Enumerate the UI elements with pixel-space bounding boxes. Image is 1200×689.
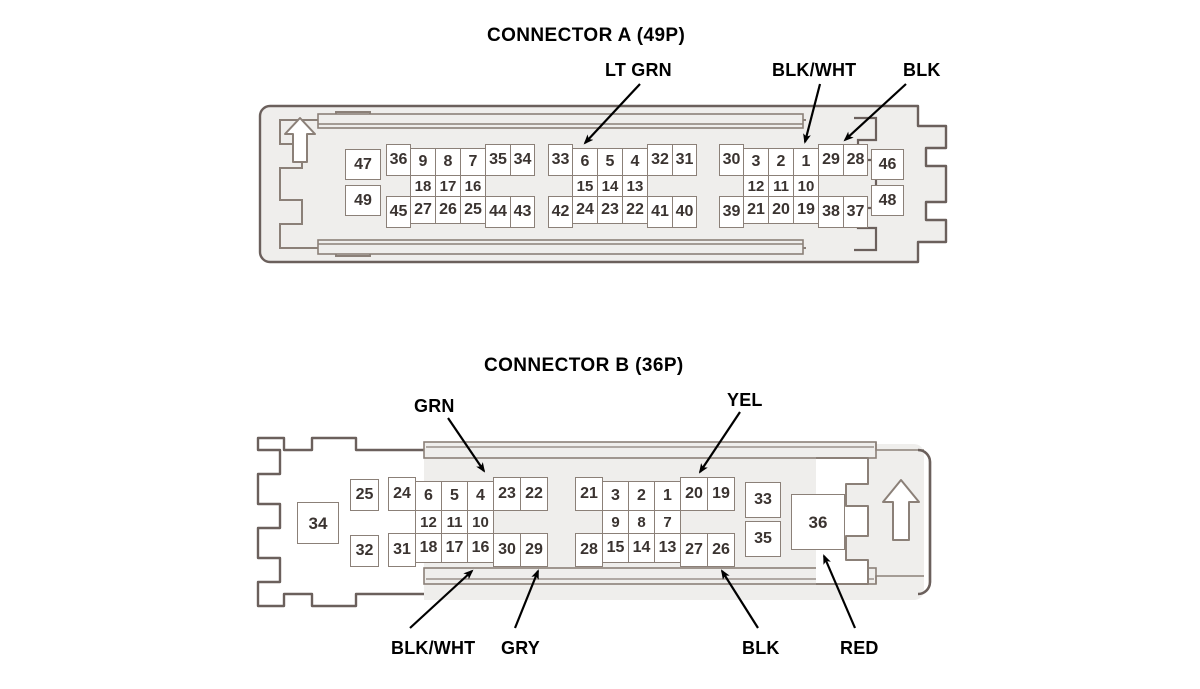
- pin-cell: 13: [622, 175, 648, 197]
- pin-cell: 15: [602, 533, 629, 563]
- pin-cell: 11: [441, 510, 468, 534]
- pin-cell: 19: [707, 477, 735, 511]
- pin-cell: 14: [597, 175, 623, 197]
- pin-cell: 2: [628, 481, 655, 511]
- pin-cell: 43: [510, 196, 535, 228]
- pin-cell: 10: [467, 510, 494, 534]
- pin-cell: 36: [386, 144, 411, 176]
- pin-cell: 24: [572, 196, 598, 224]
- pin-cell: 6: [415, 481, 442, 511]
- pin-cell: 48: [871, 185, 904, 216]
- pin-cell: 4: [622, 148, 648, 176]
- pin-cell: 10: [793, 175, 819, 197]
- pin-cell: 42: [548, 196, 573, 228]
- pin-cell: 25: [460, 196, 486, 224]
- wire-label-grn: GRN: [414, 396, 455, 416]
- pin-cell: 29: [818, 144, 844, 176]
- pin-cell: 38: [818, 196, 844, 228]
- pin-cell: 22: [520, 477, 548, 511]
- wire-label-yel: YEL: [727, 390, 763, 410]
- pin-cell: 9: [410, 148, 436, 176]
- pin-cell: 27: [410, 196, 436, 224]
- wire-label-blk-b: BLK: [742, 638, 780, 658]
- pin-cell: 23: [493, 477, 521, 511]
- pin-cell: 32: [350, 535, 379, 567]
- pin-cell: 44: [485, 196, 511, 228]
- pin-cell: 13: [654, 533, 681, 563]
- pin-cell: 36: [791, 494, 845, 550]
- wire-label-red: RED: [840, 638, 879, 658]
- pin-cell: 7: [460, 148, 486, 176]
- pin-cell: 28: [575, 533, 603, 567]
- pin-cell: 49: [345, 185, 381, 216]
- pin-cell: 12: [415, 510, 442, 534]
- pin-cell: 19: [793, 196, 819, 224]
- pin-cell: 26: [435, 196, 461, 224]
- pin-cell: 16: [460, 175, 486, 197]
- up-arrow-icon: [284, 117, 316, 163]
- pin-cell: 15: [572, 175, 598, 197]
- pin-cell: 9: [602, 510, 629, 534]
- pin-cell: 31: [388, 533, 416, 567]
- connector-b-title: CONNECTOR B (36P): [484, 355, 684, 376]
- pin-cell: 2: [768, 148, 794, 176]
- pin-cell: 22: [622, 196, 648, 224]
- pin-cell: 26: [707, 533, 735, 567]
- pin-cell: 47: [345, 149, 381, 180]
- pin-cell: 5: [597, 148, 623, 176]
- up-arrow-icon: [882, 479, 920, 541]
- pin-cell: 29: [520, 533, 548, 567]
- wire-label-blk-a: BLK: [903, 60, 941, 80]
- pin-cell: 24: [388, 477, 416, 511]
- pin-cell: 35: [485, 144, 511, 176]
- pin-cell: 3: [743, 148, 769, 176]
- pin-cell: 39: [719, 196, 744, 228]
- pin-cell: 17: [441, 533, 468, 563]
- pin-cell: 8: [435, 148, 461, 176]
- pin-cell: 33: [548, 144, 573, 176]
- connector-a-title: CONNECTOR A (49P): [487, 25, 686, 46]
- pin-cell: 11: [768, 175, 794, 197]
- pin-cell: 34: [510, 144, 535, 176]
- pin-cell: 41: [647, 196, 673, 228]
- pin-cell: 21: [743, 196, 769, 224]
- pin-cell: 18: [415, 533, 442, 563]
- wire-label-lt-grn: LT GRN: [605, 60, 672, 80]
- pin-cell: 27: [680, 533, 708, 567]
- pin-cell: 37: [843, 196, 868, 228]
- pin-cell: 6: [572, 148, 598, 176]
- pin-cell: 45: [386, 196, 411, 228]
- pin-cell: 3: [602, 481, 629, 511]
- pin-cell: 30: [493, 533, 521, 567]
- pin-cell: 31: [672, 144, 697, 176]
- pin-cell: 23: [597, 196, 623, 224]
- pin-cell: 4: [467, 481, 494, 511]
- pin-cell: 14: [628, 533, 655, 563]
- pin-cell: 16: [467, 533, 494, 563]
- pin-cell: 40: [672, 196, 697, 228]
- pin-cell: 46: [871, 149, 904, 180]
- pin-cell: 20: [768, 196, 794, 224]
- wire-label-blk-wht-a: BLK/WHT: [772, 60, 857, 80]
- pin-cell: 28: [843, 144, 868, 176]
- pin-cell: 1: [654, 481, 681, 511]
- pin-cell: 5: [441, 481, 468, 511]
- pin-cell: 18: [410, 175, 436, 197]
- pin-cell: 21: [575, 477, 603, 511]
- pin-cell: 17: [435, 175, 461, 197]
- pin-cell: 1: [793, 148, 819, 176]
- pin-cell: 30: [719, 144, 744, 176]
- pin-cell: 12: [743, 175, 769, 197]
- pin-cell: 32: [647, 144, 673, 176]
- pin-cell: 8: [628, 510, 655, 534]
- pin-cell: 33: [745, 482, 781, 518]
- pin-cell: 7: [654, 510, 681, 534]
- wire-label-gry: GRY: [501, 638, 540, 658]
- pin-cell: 34: [297, 502, 339, 544]
- pin-cell: 20: [680, 477, 708, 511]
- wire-label-blk-wht-b: BLK/WHT: [391, 638, 476, 658]
- pin-cell: 35: [745, 521, 781, 557]
- pin-cell: 25: [350, 479, 379, 511]
